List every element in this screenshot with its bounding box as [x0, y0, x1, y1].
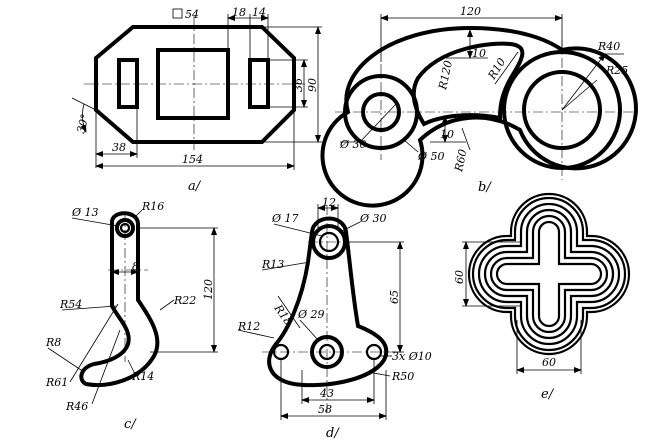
figure-a: 54 18 14 36 90 30° 38 154 a/: [71, 6, 322, 194]
dim-e-60-vertical: 60: [453, 270, 466, 284]
dim-b-r120: R120: [436, 59, 455, 91]
dim-a-154: 154: [182, 153, 203, 166]
figure-e: 60 60 e/: [453, 192, 631, 402]
dim-c-r22: R22: [173, 294, 196, 307]
dim-b-r40: R40: [597, 40, 620, 53]
dim-d-58: 58: [318, 403, 332, 416]
dim-c-r61: R61: [45, 376, 68, 389]
figure-d: 12 Ø 17 Ø 30 R13 65 R18 Ø 29 R12 3x Ø10 …: [237, 196, 432, 441]
dim-a-18: 18: [232, 6, 246, 19]
dim-d-43: 43: [319, 387, 334, 400]
dim-d-3x10: 3x Ø10: [392, 350, 432, 363]
dim-d-r13: R13: [261, 258, 284, 271]
dim-b-r25: R25: [605, 64, 628, 77]
dim-d-d29: Ø 29: [297, 308, 325, 321]
dim-b-d30: Ø 30: [339, 138, 367, 151]
figure-b-outline: [320, 25, 638, 208]
dim-c-r46: R46: [65, 400, 88, 413]
dim-d-r12: R12: [237, 320, 260, 333]
dim-b-10-bottom: 10: [440, 128, 454, 141]
caption-b: b/: [478, 180, 492, 195]
figure-c-hook-outline: [79, 211, 160, 387]
dim-e-60-horizontal: 60: [542, 356, 556, 369]
figure-d-top-hole: [318, 231, 340, 253]
dim-c-120: 120: [202, 279, 215, 300]
dim-d-d30: Ø 30: [359, 212, 387, 225]
dim-a-angle: 30°: [74, 113, 92, 135]
figure-a-right-slot: [248, 58, 270, 109]
dim-c-r16: R16: [141, 200, 164, 213]
square-symbol-icon: [172, 8, 183, 19]
caption-a: a/: [188, 179, 202, 194]
caption-e: e/: [541, 387, 555, 402]
dim-c-r8: R8: [45, 336, 61, 349]
figure-d-outline: [267, 216, 389, 388]
figure-c: Ø 13 R16 8 120 R54 R22 R8 R61 R14 R46 c/: [45, 200, 218, 432]
dim-d-d17: Ø 17: [271, 212, 299, 225]
dim-c-r14: R14: [131, 370, 154, 383]
dim-b-10-top: 10: [472, 47, 486, 60]
caption-d: d/: [326, 426, 340, 441]
dim-a-90: 90: [306, 78, 319, 92]
figure-b-inner-slot: [411, 41, 525, 127]
dim-a-38: 38: [112, 141, 126, 154]
dim-b-r10: R10: [485, 56, 508, 83]
figure-e-celtic-knot: [467, 192, 631, 356]
dim-a-14: 14: [252, 6, 266, 19]
dim-b-d50: Ø 50: [417, 150, 445, 163]
figure-a-left-slot: [117, 58, 139, 109]
figure-a-outline: [94, 25, 296, 144]
dim-c-r54: R54: [59, 298, 82, 311]
caption-c: c/: [124, 417, 137, 432]
dim-c-d13: Ø 13: [71, 206, 99, 219]
dim-d-12: 12: [322, 196, 336, 209]
dim-a-36: 36: [292, 78, 305, 92]
dim-c-8: 8: [132, 260, 139, 273]
dim-b-r60: R60: [452, 148, 470, 173]
dim-a-54: 54: [185, 8, 199, 21]
dim-d-r18: R18: [271, 301, 295, 328]
dim-d-65: 65: [388, 290, 401, 304]
dim-b-120: 120: [460, 5, 481, 18]
dim-d-r50: R50: [391, 370, 414, 383]
figure-b: 120 R40 R25 10 R10 R120 10 Ø 30 Ø 50 R60…: [320, 5, 640, 208]
